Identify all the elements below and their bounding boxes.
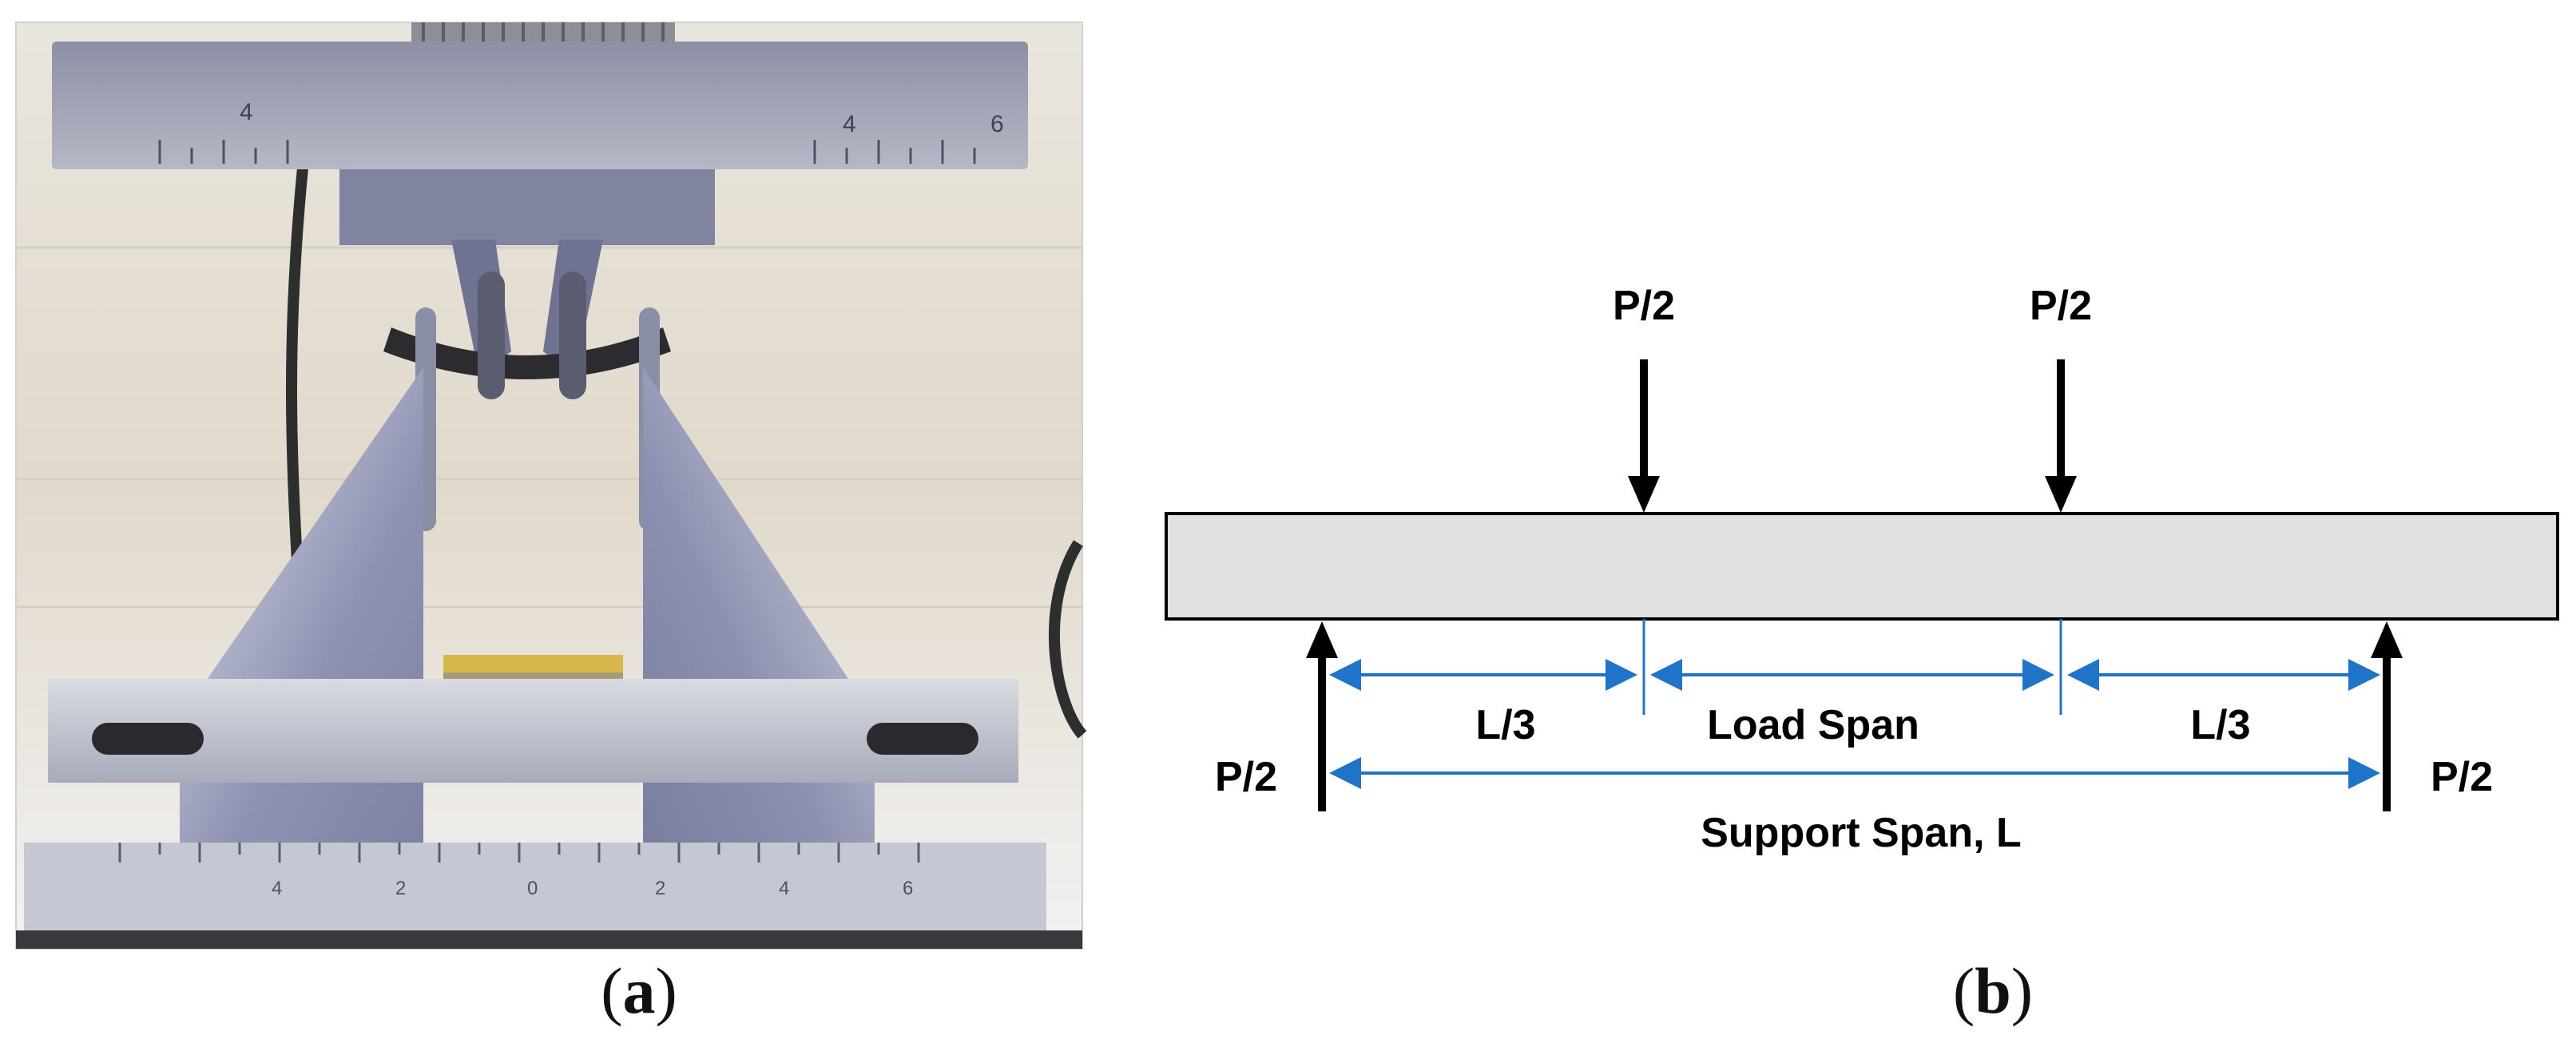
loading-pin-left bbox=[478, 272, 505, 399]
specimen bbox=[383, 327, 671, 379]
label-reaction-right: P/2 bbox=[2431, 754, 2493, 800]
beam bbox=[1165, 512, 2559, 621]
reaction-arrow-right bbox=[2371, 621, 2403, 811]
label-support-span: Support Span, L bbox=[1701, 810, 2022, 856]
caption-b-letter: b bbox=[1975, 954, 2011, 1027]
upper-scale-number-right-a: 4 bbox=[843, 111, 856, 137]
caption-a-letter: a bbox=[622, 954, 656, 1027]
panel-a-photo: 4 4 6 bbox=[15, 22, 1087, 950]
upper-fixture-bar bbox=[52, 42, 1028, 169]
caption-b: (b) bbox=[1913, 958, 2073, 1024]
caption-a: (a) bbox=[559, 958, 719, 1024]
reaction-arrow-left bbox=[1306, 621, 1338, 811]
base-scale-number-3: 0 bbox=[527, 878, 538, 899]
caption-b-open: ( bbox=[1952, 954, 1975, 1027]
label-load-span: Load Span bbox=[1707, 702, 1919, 748]
label-outer-right-span: L/3 bbox=[2190, 702, 2250, 748]
load-arrow-left bbox=[1628, 359, 1660, 513]
base-plate bbox=[48, 679, 1018, 783]
upper-scale-number-left: 4 bbox=[240, 99, 253, 125]
label-reaction-left: P/2 bbox=[1215, 754, 1277, 800]
upper-scale-number-right-b: 6 bbox=[990, 111, 1004, 137]
label-outer-left-span: L/3 bbox=[1475, 702, 1535, 748]
base-scale-number-2: 2 bbox=[395, 878, 406, 899]
caption-a-close: ) bbox=[655, 954, 677, 1027]
load-arrow-right bbox=[2045, 359, 2077, 513]
base-scale-number-1: 4 bbox=[272, 878, 282, 899]
upper-scale bbox=[158, 140, 976, 164]
base-scale bbox=[118, 843, 920, 863]
base-scale-number-5: 4 bbox=[779, 878, 789, 899]
caption-a-open: ( bbox=[601, 954, 623, 1027]
wall-tiles bbox=[16, 246, 1082, 609]
loading-pin-right bbox=[559, 272, 586, 399]
label-load-right: P/2 bbox=[2030, 283, 2092, 329]
label-load-left: P/2 bbox=[1613, 283, 1675, 329]
loading-head-block bbox=[339, 169, 715, 245]
panel-b-schematic: P/2 P/2 P/2 P/2 L/3 Load Span L/3 Suppor… bbox=[1165, 283, 2559, 856]
base-scale-number-4: 2 bbox=[655, 878, 665, 899]
caption-b-close: ) bbox=[2010, 954, 2034, 1027]
base-scale-number-6: 6 bbox=[903, 878, 913, 899]
base-scale-bar bbox=[24, 843, 1046, 930]
